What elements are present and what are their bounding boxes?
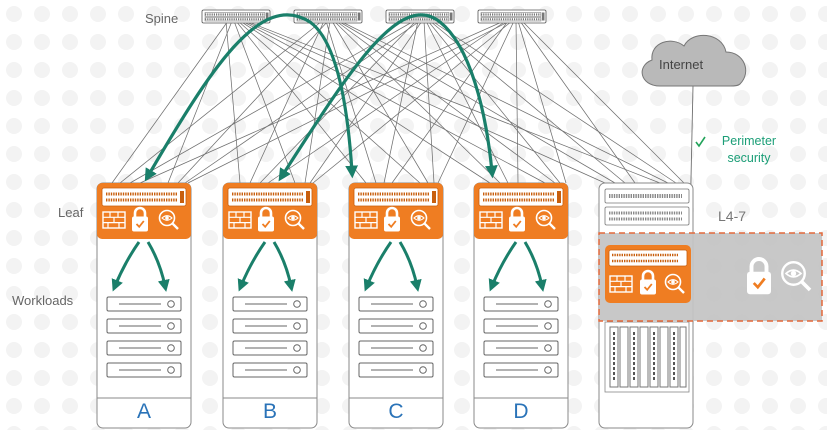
- server: [106, 362, 182, 378]
- checkmark-icon: [695, 136, 706, 148]
- perimeter-security-label: Perimeter security: [709, 133, 789, 167]
- rack-label-d: D: [513, 400, 529, 423]
- perimeter-label-line1: Perimeter: [721, 134, 777, 148]
- l47-label: L4-7: [718, 208, 747, 224]
- spine-leaf-links: [111, 20, 685, 184]
- spine-switch-1: [200, 8, 272, 25]
- blade-chassis: [604, 321, 690, 393]
- server: [106, 296, 182, 312]
- server: [483, 318, 559, 334]
- server: [106, 340, 182, 356]
- workloads-label: Workloads: [12, 293, 74, 308]
- rack-label-a: A: [136, 400, 151, 423]
- server: [358, 296, 434, 312]
- rack-label-b: B: [262, 400, 277, 423]
- rack-a: [96, 182, 192, 429]
- server: [232, 362, 308, 378]
- server: [483, 296, 559, 312]
- leaf-label: Leaf: [58, 205, 84, 220]
- cloud-icon: [641, 34, 747, 87]
- edge-switch-2: [604, 206, 690, 226]
- rack-d: [473, 182, 569, 429]
- server: [232, 340, 308, 356]
- server: [358, 362, 434, 378]
- perimeter-label-line2: security: [727, 151, 771, 165]
- internet-label: Internet: [659, 57, 704, 72]
- server: [483, 362, 559, 378]
- server: [232, 296, 308, 312]
- spine-label: Spine: [145, 11, 179, 26]
- server: [358, 340, 434, 356]
- east-west-arrows: [144, 13, 498, 182]
- rack-c: [348, 182, 444, 429]
- rack-label-c: C: [388, 400, 404, 423]
- server: [358, 318, 434, 334]
- spine-switch-4: [476, 8, 548, 25]
- server: [106, 318, 182, 334]
- server: [483, 340, 559, 356]
- workload-arrows: [111, 241, 547, 292]
- server: [232, 318, 308, 334]
- rack-b: [222, 182, 318, 429]
- edge-switch-1: [604, 188, 690, 204]
- spine-switch-2: [292, 8, 364, 25]
- l47-appliance-group: [598, 232, 823, 322]
